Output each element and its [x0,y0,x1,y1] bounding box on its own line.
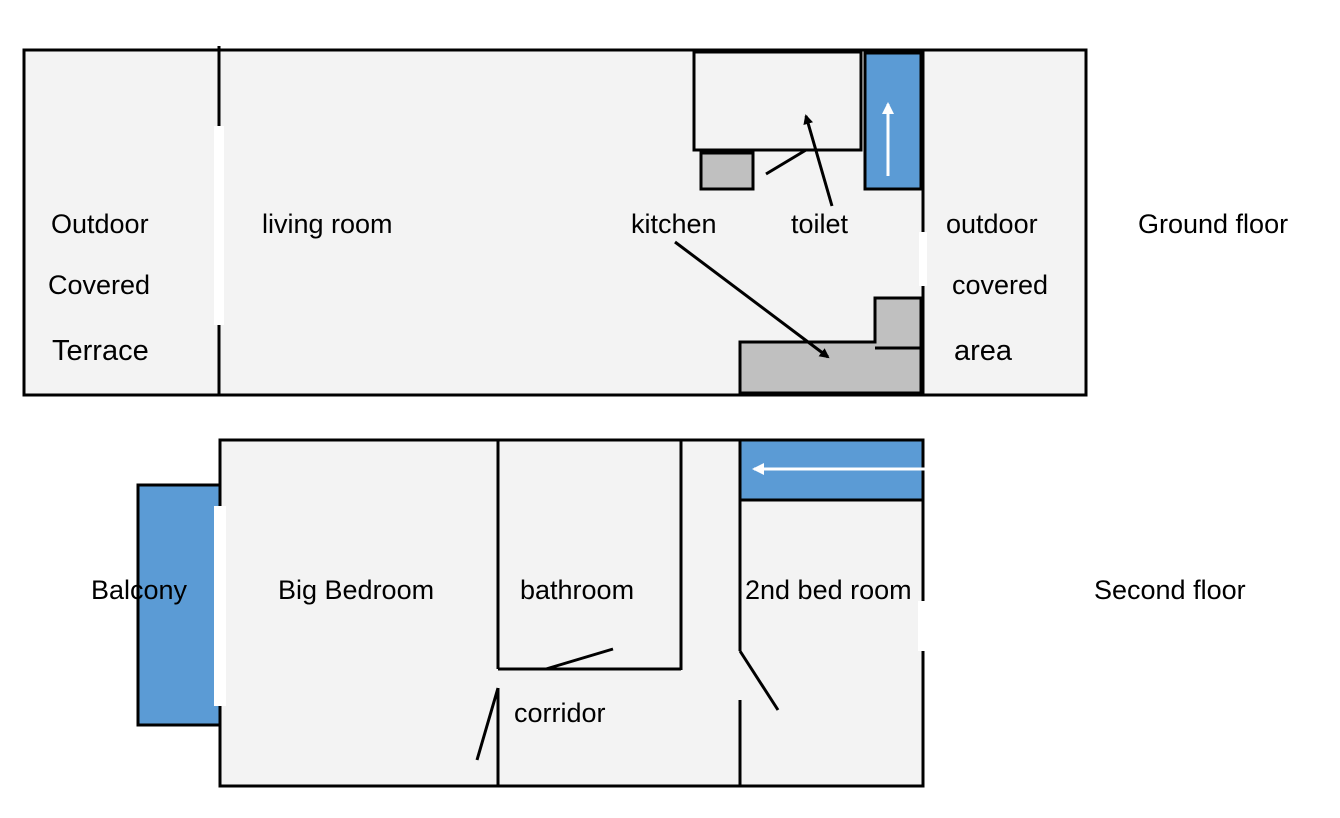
outdoor-area-door-opening [919,232,927,286]
kitchen-label: kitchen [631,209,717,239]
second-bedroom-label: 2nd bed room [745,575,912,605]
bathroom-door [545,647,614,671]
terrace-label-line2: Covered [48,270,150,300]
second-floor-label: Second floor [1094,575,1246,605]
balcony-door-opening [214,506,226,706]
outdoor-area-label-line1: outdoor [946,209,1038,239]
corridor-label: corridor [514,698,606,728]
ground-floor-outline [22,48,1088,397]
kitchen-counter-l [738,296,923,395]
terrace-label-line1: Outdoor [51,209,149,239]
big-bedroom-label: Big Bedroom [278,575,434,605]
living-room-label: living room [262,209,393,239]
ground-floor-plan: Outdoor Covered Terrace living room kitc… [22,46,1288,397]
terrace-label-line3: Terrace [52,335,149,367]
kitchen-counter-small [699,151,755,191]
outdoor-area-label-line3: area [954,335,1013,367]
terrace-door-opening [214,126,224,325]
toilet-pointer-arrow [803,114,834,207]
second-bedroom-opening [918,601,928,651]
second-bedroom-door [738,650,780,711]
ground-floor-label: Ground floor [1138,209,1288,239]
staircase-ground [863,51,923,191]
bathroom-label: bathroom [520,575,634,605]
kitchen-pointer-arrow [674,240,830,359]
big-bedroom-door [475,687,500,761]
second-floor-plan: Balcony Big Bedroom bathroom 2nd bed roo… [91,438,1246,788]
balcony-label: Balcony [91,575,188,605]
toilet-door [765,148,807,176]
toilet-room [692,50,863,152]
balcony [136,483,222,727]
outdoor-area-label-line2: covered [952,270,1048,300]
toilet-label: toilet [791,209,849,239]
